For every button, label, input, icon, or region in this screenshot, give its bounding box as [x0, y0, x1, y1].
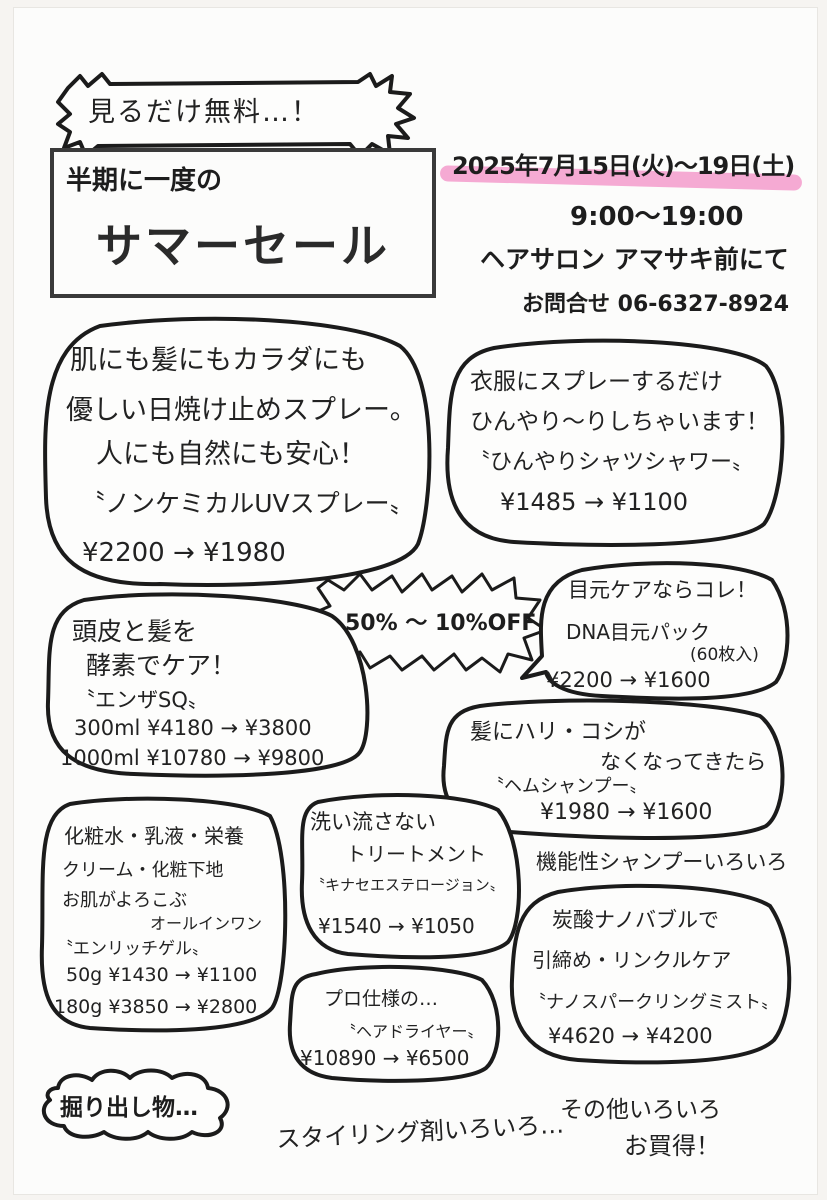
- uv-spray-line-2: 優しい日焼け止めスプレー。: [66, 395, 417, 426]
- treatment-line-2: トリートメント: [346, 842, 486, 866]
- others-line-1: その他いろいろ: [560, 1097, 721, 1123]
- hem-shampoo-bubble: [441, 698, 785, 840]
- dryer-price: ¥10890 → ¥6500: [300, 1046, 470, 1070]
- sale-dates: 2025年7月15日(火)〜19日(土): [452, 152, 795, 180]
- eye-pack-price: ¥2200 → ¥1600: [546, 668, 711, 692]
- hem-shampoo-name: 〝ヘムシャンプー〟: [486, 776, 648, 797]
- all-in-one-line-3: お肌がよろこぶ: [62, 890, 188, 911]
- cool-shirt-bubble: [445, 338, 785, 547]
- nano-mist-price: ¥4620 → ¥4200: [548, 1024, 713, 1048]
- dryer-name: 〝ヘアドライヤー〟: [340, 1022, 484, 1041]
- enzyme-line-2: 酵素でケア！: [86, 651, 237, 680]
- all-in-one-line-4: オールインワン: [150, 914, 263, 933]
- nano-mist-bubble: [509, 883, 792, 1065]
- hem-shampoo-line-1: 髪にハリ・コシが: [470, 720, 647, 745]
- treatment-bubble: [299, 793, 521, 960]
- all-in-one-name: 〝エンリッチゲル〟: [56, 939, 209, 959]
- eye-pack-line-1: 目元ケアならコレ！: [568, 578, 757, 602]
- dryer-line-1: プロ仕様の…: [324, 988, 439, 1010]
- hem-shampoo-price: ¥1980 → ¥1600: [540, 800, 713, 825]
- sale-hours: 9:00〜19:00: [570, 202, 744, 232]
- treatment-price: ¥1540 → ¥1050: [318, 914, 475, 938]
- discount-text: 50% 〜 10%OFF: [345, 611, 537, 636]
- all-in-one-bubble: [39, 796, 288, 1033]
- eye-pack-name: DNA目元パック: [566, 620, 711, 644]
- all-in-one-price-2: 180g ¥3850 → ¥2800: [54, 996, 258, 1018]
- nano-mist-line-2: 引締め・リンクルケア: [532, 948, 732, 972]
- enzyme-price-1: 300ml ¥4180 → ¥3800: [74, 716, 312, 740]
- sale-title: サマーセール: [96, 219, 390, 273]
- eye-pack-count: (60枚入): [690, 645, 759, 665]
- uv-spray-line-3: 人にも自然にも安心！: [96, 439, 366, 470]
- free-to-look-text: 見るだけ無料…！: [88, 97, 320, 128]
- treatment-name: 〝キナセエステロージョン〟: [310, 876, 505, 894]
- free-to-look-burst: [56, 72, 416, 158]
- uv-spray-price: ¥2200 → ¥1980: [82, 538, 286, 568]
- bargains-cloud: [41, 1068, 230, 1141]
- uv-spray-name: 〝ノンケミカルUVスプレー〟: [80, 489, 415, 518]
- enzyme-price-2: 1000ml ¥10780 → ¥9800: [60, 746, 325, 770]
- all-in-one-line-1: 化粧水・乳液・栄養: [64, 824, 244, 848]
- cool-shirt-price: ¥1485 → ¥1100: [500, 488, 689, 516]
- dryer-bubble: [287, 964, 501, 1083]
- bargains-text: 掘り出し物…: [60, 1095, 198, 1121]
- nano-mist-line-1: 炭酸ナノバブルで: [552, 908, 719, 932]
- enzyme-line-1: 頭皮と髪を: [72, 617, 198, 646]
- sale-location: ヘアサロン アマサキ前にて: [480, 245, 789, 274]
- cool-shirt-line-2: ひんやり〜りしちゃいます！: [470, 409, 769, 435]
- eye-pack-bubble: [520, 561, 790, 701]
- others-line-2: お買得！: [624, 1132, 720, 1160]
- uv-spray-bubble: [43, 316, 432, 587]
- contact-phone: お問合せ 06-6327-8924: [522, 292, 789, 317]
- cool-shirt-line-1: 衣服にスプレーするだけ: [470, 369, 723, 395]
- all-in-one-line-2: クリーム・化粧下地: [62, 860, 224, 881]
- enzyme-name: 〝エンザSQ〟: [74, 688, 209, 712]
- all-in-one-price-1: 50g ¥1430 → ¥1100: [66, 964, 258, 986]
- uv-spray-line-1: 肌にも髪にもカラダにも: [70, 345, 367, 376]
- nano-mist-name: 〝ナノスパークリングミスト〟: [528, 992, 780, 1013]
- treatment-line-1: 洗い流さない: [310, 810, 436, 834]
- enzyme-bubble: [45, 592, 370, 778]
- sale-title-box: [50, 148, 436, 298]
- sale-prefix: 半期に一度の: [66, 166, 223, 196]
- functional-shampoo-text: 機能性シャンプーいろいろ: [536, 850, 788, 874]
- cool-shirt-name: 〝ひんやりシャツシャワー〟: [468, 450, 755, 475]
- hem-shampoo-line-2: なくなってきたら: [600, 750, 767, 774]
